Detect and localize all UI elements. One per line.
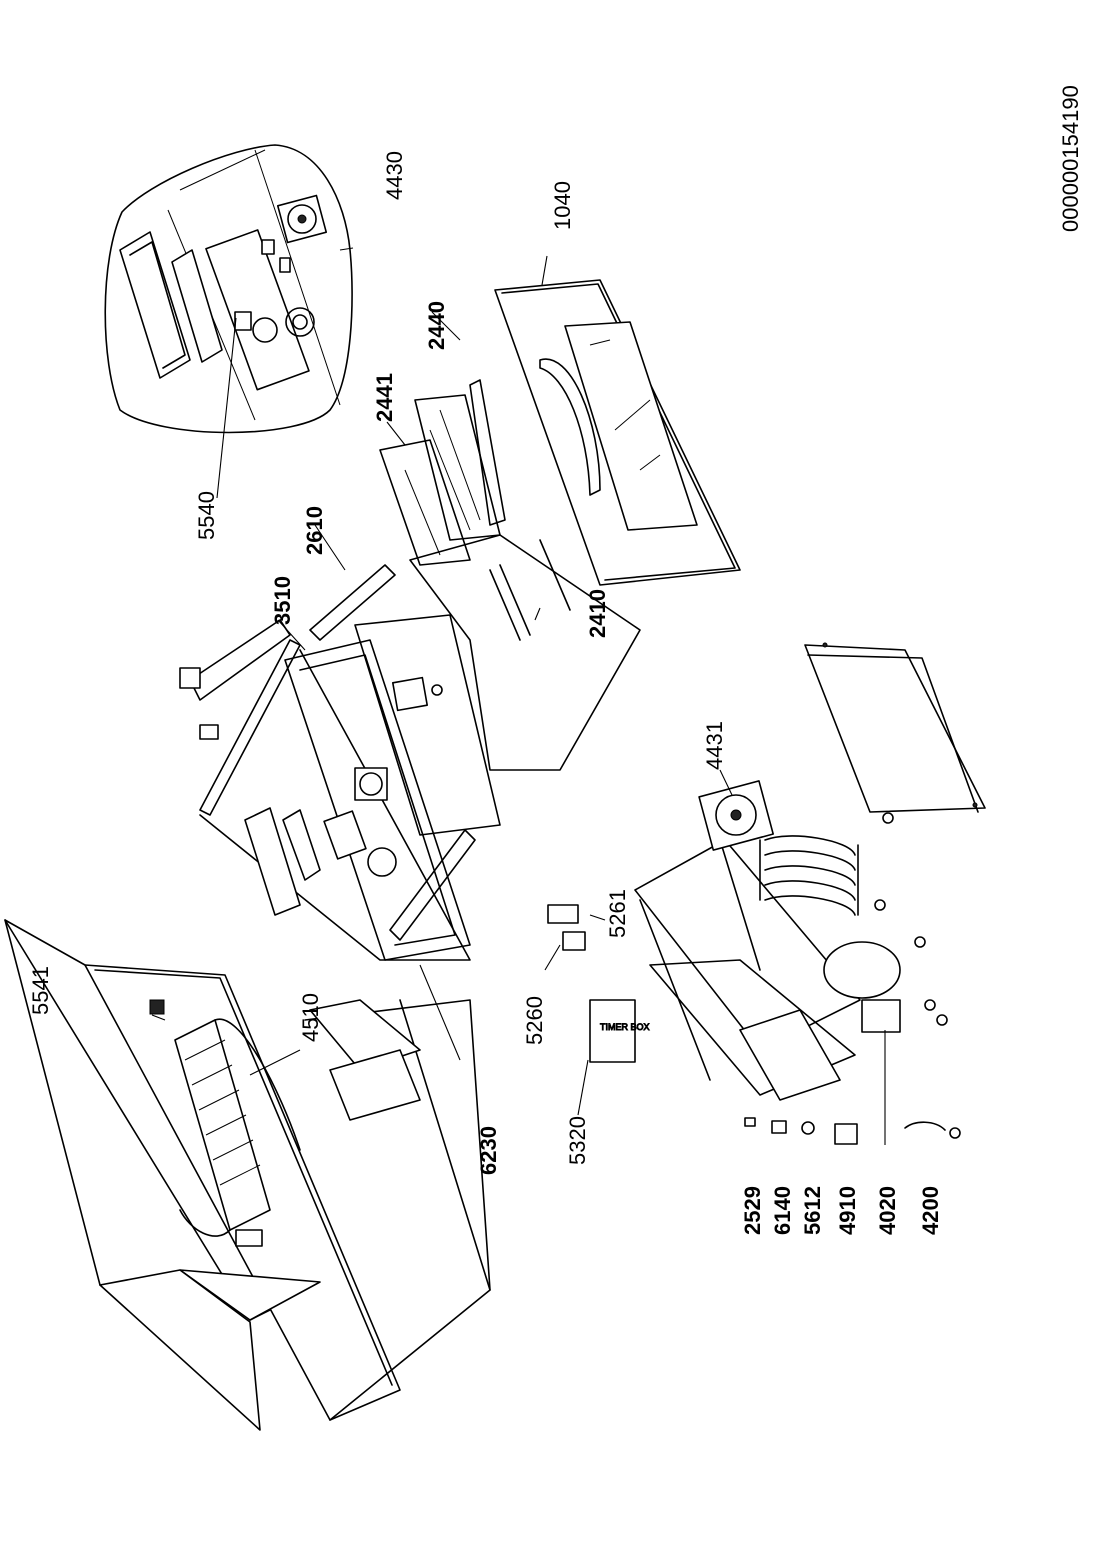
document-id: 000000154190 (1058, 85, 1083, 232)
leader-lines (151, 247, 886, 1145)
label-2410: 2410 (585, 589, 610, 638)
relays-5260-5261 (547, 904, 586, 951)
small-parts (744, 1117, 961, 1145)
detail-bubble (104, 144, 353, 434)
label-2440: 2440 (424, 301, 449, 350)
condenser-coil (759, 835, 859, 916)
timer-box-5320: TIMER BOX (589, 999, 650, 1063)
bottom-panel (804, 642, 986, 813)
label-5540: 5540 (194, 491, 219, 540)
door-1040 (494, 279, 741, 586)
label-4200: 4200 (918, 1186, 943, 1235)
timer-box-tag: TIMER BOX (600, 1022, 650, 1032)
label-5320: 5320 (565, 1116, 590, 1165)
base-cabinet (4, 919, 491, 1431)
label-5261: 5261 (605, 889, 630, 938)
label-4020: 4020 (875, 1186, 900, 1235)
evaporator-coil-4510 (174, 1018, 301, 1237)
cabinet-housing (284, 534, 641, 961)
label-5260: 5260 (522, 996, 547, 1045)
racks (379, 379, 571, 641)
label-2610: 2610 (302, 506, 327, 555)
compressor-4020 (823, 936, 936, 1033)
label-6230: 6230 (476, 1126, 501, 1175)
fan-4430-icon (276, 194, 328, 244)
label-5612: 5612 (800, 1186, 825, 1235)
label-4510: 4510 (298, 993, 323, 1042)
part-labels: 1040 2440 2441 2410 2610 3510 4430 4431 … (28, 151, 943, 1235)
fan-4431-icon (698, 780, 774, 851)
label-6140: 6140 (770, 1186, 795, 1235)
label-4430: 4430 (382, 151, 407, 200)
label-5541: 5541 (28, 966, 53, 1015)
label-2441: 2441 (372, 373, 397, 422)
label-3510: 3510 (270, 576, 295, 625)
label-4910: 4910 (835, 1186, 860, 1235)
label-2529: 2529 (740, 1186, 765, 1235)
label-1040: 1040 (550, 181, 575, 230)
label-4431: 4431 (702, 721, 727, 770)
back-panels (179, 619, 471, 961)
refrigeration-unit (634, 780, 948, 1101)
